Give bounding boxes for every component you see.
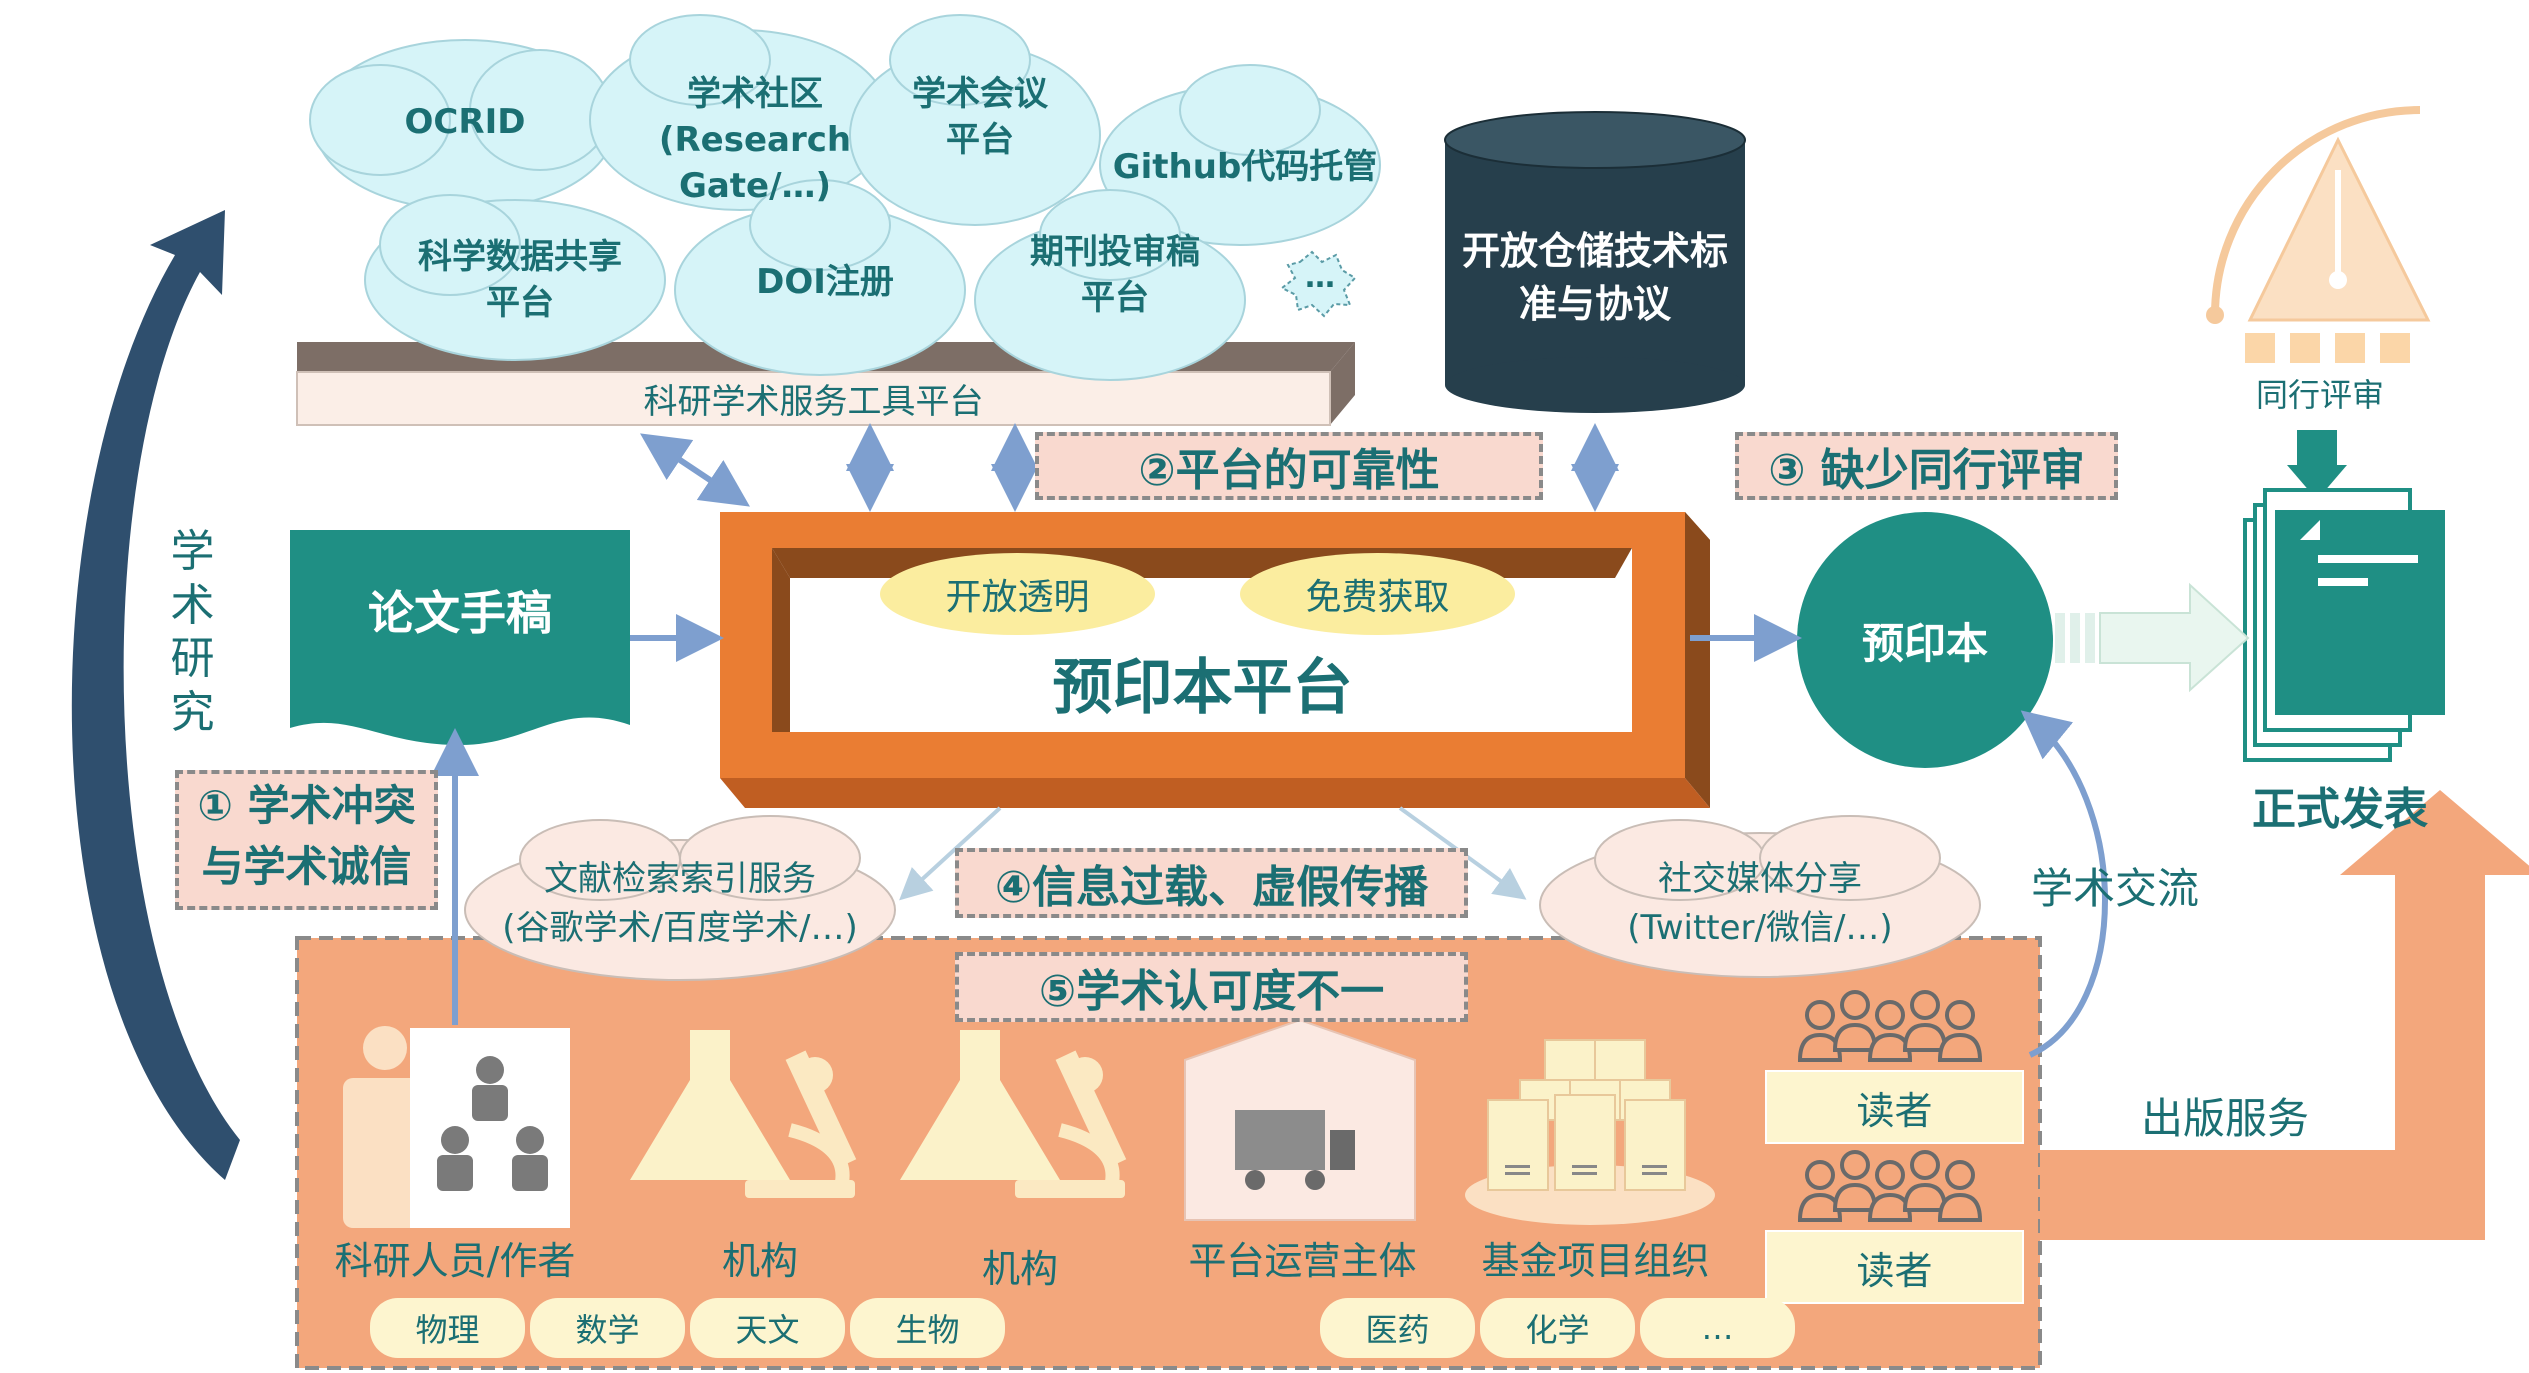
- issue-academic-conflict: ① 学术冲突 与学术诚信: [175, 770, 438, 910]
- reader-box-2: 读者: [1765, 1230, 2024, 1304]
- reader-box-1: 读者: [1765, 1070, 2024, 1144]
- cloud-social-media-line2: (Twitter/微信/…): [1627, 908, 1893, 949]
- tools-platform-side: [1330, 342, 1355, 425]
- repository-label-line1: 开放仓储技术标: [1461, 229, 1728, 273]
- issue-academic-recognition: ⑤学术认可度不一: [955, 952, 1468, 1022]
- more-burst: [1280, 250, 1357, 318]
- cloud-search-service-line1: 文献检索索引服务: [544, 859, 816, 899]
- operator-icon: [1184, 1018, 1416, 1221]
- cloud-github: Github代码托管: [1112, 146, 1378, 187]
- cloud-more: …: [1305, 259, 1335, 295]
- pill-free-access: 免费获取: [1240, 553, 1515, 635]
- tools-platform-front: [296, 371, 1331, 426]
- institution-icon-2: [900, 1030, 1127, 1198]
- fund-label: 基金项目组织: [1481, 1239, 1710, 1283]
- discipline-tag-chemistry: 化学: [1480, 1298, 1635, 1358]
- discipline-tag-astronomy: 天文: [690, 1298, 845, 1358]
- preprint-circle: [1797, 512, 2053, 768]
- cloud-group-bottom: [464, 815, 1981, 981]
- issue-platform-reliability: ②平台的可靠性: [1035, 432, 1543, 500]
- peer-review-label: 同行评审: [2255, 375, 2384, 414]
- cloud-group-top: [309, 14, 1381, 381]
- preprint-label: 预印本: [1861, 618, 1988, 668]
- cloud-data-sharing-line2: 平台: [486, 282, 554, 323]
- cloud-conference-line2: 平台: [946, 119, 1014, 160]
- research-cycle-arrow: [71, 210, 240, 1180]
- academic-research-char-4: 究: [170, 687, 215, 739]
- academic-research-char-3: 研: [170, 633, 215, 685]
- cloud-search-service: 文献检索索引服务 (谷歌学术/百度学术/…): [470, 855, 890, 955]
- cloud-academic-community-line2: (Research Gate/…): [658, 119, 852, 206]
- fund-icon: [1465, 1039, 1715, 1225]
- repository-cylinder: [1444, 111, 1746, 413]
- preprint-platform-title: 预印本平台: [1052, 653, 1353, 723]
- academic-exchange-label: 学术交流: [2030, 863, 2199, 913]
- discipline-tag-more: …: [1640, 1298, 1795, 1358]
- repository-label: 开放仓储技术标 准与协议: [1445, 225, 1745, 335]
- reader-group-icon-1: [1797, 990, 1983, 1062]
- cloud-social-media-line1: 社交媒体分享: [1658, 859, 1862, 899]
- cloud-academic-community-line1: 学术社区: [687, 74, 823, 114]
- cloud-journal-line1: 期刊投审稿: [1030, 232, 1200, 272]
- tools-platform-label: 科研学术服务工具平台: [643, 382, 984, 422]
- repository-label-line2: 准与协议: [1518, 282, 1671, 327]
- publish-arrow: [2055, 582, 2250, 693]
- academic-research-char-1: 学: [170, 526, 215, 577]
- academic-research-char-2: 术: [170, 579, 215, 631]
- academic-research-label: 学 术 研 究: [165, 525, 220, 755]
- peer-review-icon: [2206, 106, 2431, 500]
- cloud-conference-line1: 学术会议: [912, 74, 1048, 114]
- discipline-tag-physics: 物理: [370, 1298, 525, 1358]
- cloud-conference: 学术会议 平台: [880, 72, 1080, 172]
- cloud-search-service-line2: (谷歌学术/百度学术/…): [502, 908, 858, 949]
- manuscript-label: 论文手稿: [368, 586, 552, 640]
- manuscript-shape: [290, 530, 630, 745]
- discipline-tag-math: 数学: [530, 1298, 685, 1358]
- formal-publish-label: 正式发表: [2252, 784, 2428, 835]
- tools-link-arrow-1: [640, 433, 750, 507]
- issue-academic-conflict-line2: 与学术诚信: [201, 841, 412, 891]
- cloud-journal-line2: 平台: [1081, 277, 1149, 318]
- issue-academic-conflict-line1: ① 学术冲突: [197, 781, 416, 830]
- cloud-doi: DOI注册: [756, 261, 894, 302]
- institution-label-2: 机构: [981, 1247, 1058, 1291]
- publication-stack-icon: [2243, 488, 2445, 762]
- reader-to-preprint-arrow: [2020, 710, 2108, 1058]
- cloud-academic-community: 学术社区 (Research Gate/…): [600, 72, 910, 206]
- cloud-ocrid: OCRID: [404, 101, 526, 142]
- researcher-icon: [343, 1026, 570, 1228]
- issue-information-overload: ④信息过载、虚假传播: [955, 848, 1468, 918]
- pill-open-transparent: 开放透明: [880, 553, 1155, 635]
- researcher-label: 科研人员/作者: [334, 1239, 576, 1283]
- publishing-service-label: 出版服务: [2140, 1093, 2309, 1143]
- operator-label: 平台运营主体: [1188, 1239, 1417, 1283]
- institution-label-1: 机构: [721, 1239, 798, 1283]
- platform-to-search-arrow: [899, 806, 1002, 901]
- cloud-data-sharing-line1: 科学数据共享: [418, 237, 622, 277]
- cloud-data-sharing: 科学数据共享 平台: [390, 235, 650, 335]
- discipline-tag-biology: 生物: [850, 1298, 1005, 1358]
- institution-icon-1: [630, 1030, 857, 1198]
- publishing-service-arrow: [2040, 790, 2529, 1240]
- cloud-social-media: 社交媒体分享 (Twitter/微信/…): [1555, 855, 1965, 955]
- cloud-journal: 期刊投审稿 平台: [1005, 230, 1225, 330]
- discipline-tag-medicine: 医药: [1320, 1298, 1475, 1358]
- reader-group-icon-2: [1797, 1150, 1983, 1222]
- issue-lack-peer-review: ③ 缺少同行评审: [1735, 432, 2118, 500]
